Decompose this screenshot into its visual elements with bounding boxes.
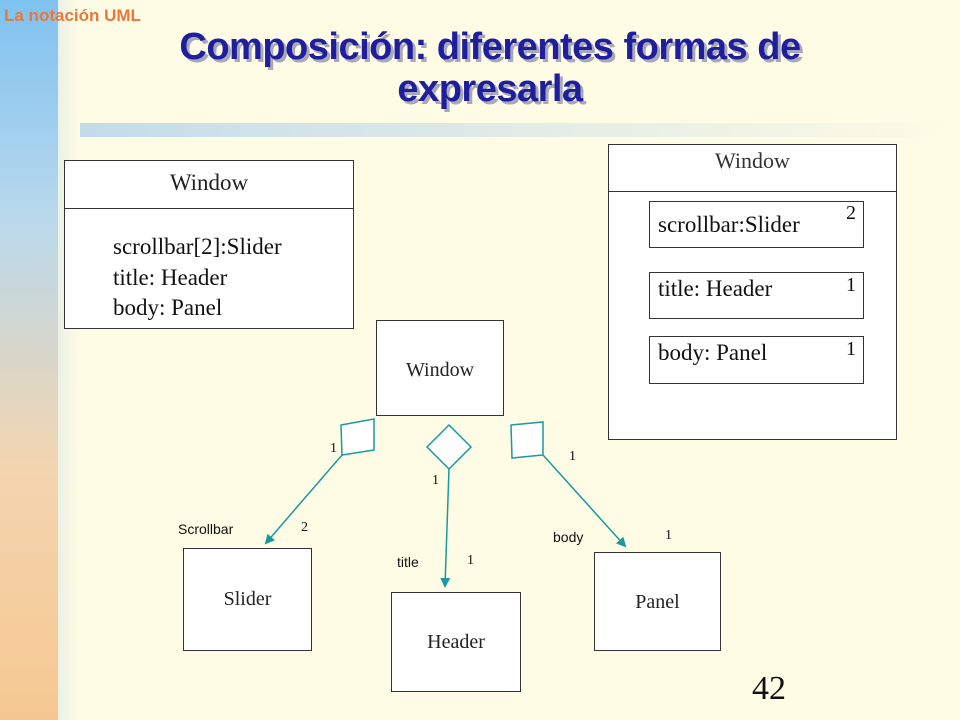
slide-topic: La notación UML [4, 6, 141, 25]
panel-connector-line [542, 454, 627, 548]
header-connector-line [440, 468, 451, 588]
window-nested-name: Window [715, 148, 790, 173]
tree-window-name: Window [405, 359, 475, 381]
panel-role-name: body [553, 529, 584, 545]
tree-panel-box: Panel [594, 552, 721, 651]
part-scrollbar: scrollbar:Slider 2 [649, 201, 864, 248]
panel-end-multiplicity: 1 [569, 449, 576, 464]
window-nested-divider [609, 191, 896, 192]
part-body-name: body: Panel [658, 340, 768, 365]
slide-title-line-1: Composición: diferentes formas de [179, 26, 801, 68]
panel-role-multiplicity: 1 [665, 528, 672, 543]
panel-composition-marker [510, 421, 544, 459]
slider-composition-marker [340, 418, 375, 456]
header-role-name: title [397, 554, 419, 570]
part-body-mult: 1 [846, 338, 856, 360]
part-title: title: Header 1 [649, 272, 864, 319]
attribute-body: body: Panel [113, 295, 223, 320]
window-class-name: Window [169, 170, 249, 195]
part-body: body: Panel 1 [649, 336, 864, 384]
tree-header-name: Header [427, 631, 485, 653]
window-class-divider [65, 208, 353, 209]
header-end-multiplicity: 1 [432, 473, 439, 488]
slider-connector-line [264, 454, 343, 545]
tree-slider-box: Slider [183, 548, 312, 651]
slider-end-multiplicity: 1 [330, 441, 337, 456]
tree-panel-name: Panel [635, 591, 680, 613]
header-role-multiplicity: 1 [467, 553, 474, 568]
title-underline [80, 123, 960, 137]
part-title-mult: 1 [846, 274, 856, 296]
tree-window-box: Window [376, 320, 504, 416]
header-composition-marker [425, 423, 473, 471]
slide-title: Composición: diferentes formas de expres… [100, 26, 880, 110]
part-title-name: title: Header [658, 276, 773, 301]
left-decorative-band [0, 0, 58, 720]
part-scrollbar-mult: 2 [846, 202, 856, 224]
slide-title-line-2: expresarla [397, 68, 583, 110]
slider-role-name: Scrollbar [178, 521, 234, 537]
tree-header-box: Header [391, 592, 521, 692]
tree-slider-name: Slider [223, 588, 272, 610]
attribute-title: title: Header [113, 265, 228, 290]
slider-role-multiplicity: 2 [301, 520, 308, 535]
attribute-scrollbar: scrollbar[2]:Slider [113, 234, 282, 259]
window-class-attributes: Window scrollbar[2]:Slider title: Header… [64, 160, 354, 329]
part-scrollbar-name: scrollbar:Slider [658, 212, 800, 237]
page-number: 42 [752, 670, 786, 707]
